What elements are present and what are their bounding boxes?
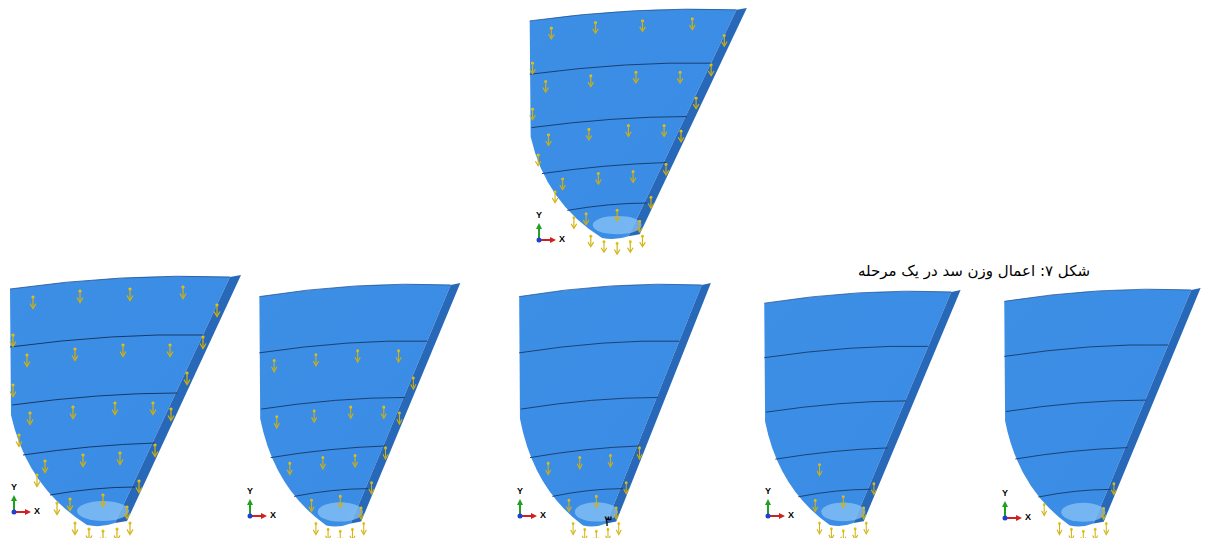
axis-label: X [270, 510, 276, 520]
page-number: ۳ [604, 512, 612, 530]
axis-label: Y [765, 486, 771, 496]
axis-label: X [559, 234, 565, 244]
axis-label: Y [247, 486, 253, 496]
axis-label: Y [536, 210, 542, 220]
axis-label: X [540, 510, 546, 520]
axis-label: Y [517, 486, 523, 496]
axis-label: Y [11, 482, 17, 492]
figure-caption: شکل ۷: اعمال وزن سد در یک مرحله [856, 262, 1092, 280]
axis-label: X [788, 510, 794, 520]
axis-label: X [1025, 512, 1031, 522]
axis-label: X [34, 506, 40, 516]
axis-label: Y [1002, 488, 1008, 498]
